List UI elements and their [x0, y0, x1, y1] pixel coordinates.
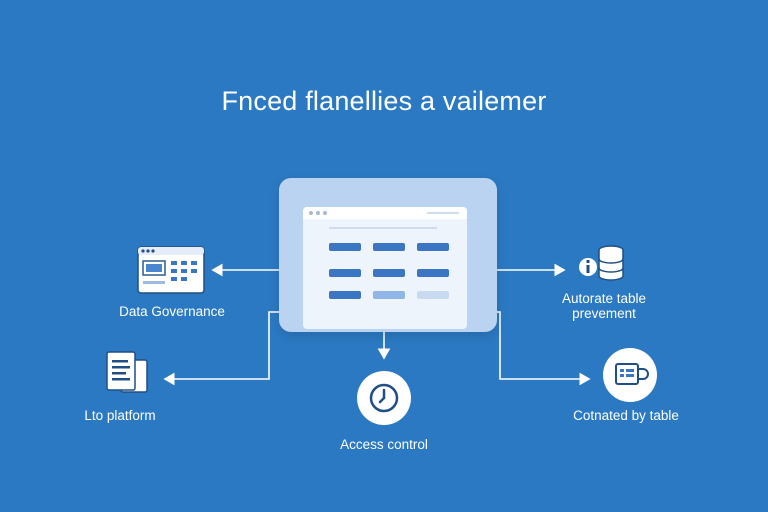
database-user-icon [579, 245, 624, 281]
app-window-icon [303, 207, 467, 329]
arrow-to-lto-platform [163, 311, 279, 386]
autorate-label-line2: prevement [572, 306, 636, 321]
lto-platform-label: Lto platform [84, 408, 156, 423]
central-hub-card [279, 178, 497, 332]
cotnated-label: Cotnated by table [573, 408, 679, 423]
clock-icon [357, 371, 411, 425]
browser-dashboard-icon [137, 246, 205, 294]
access-control-label: Access control [340, 437, 428, 452]
diagram-title: Fnced flanellies a vailemer [221, 86, 547, 116]
data-governance-label: Data Governance [119, 304, 225, 319]
autorate-label-line1: Autorate table [561, 291, 647, 306]
arrow-to-cotnated [497, 311, 591, 386]
documents-icon [106, 351, 148, 393]
cup-table-icon [603, 348, 657, 402]
